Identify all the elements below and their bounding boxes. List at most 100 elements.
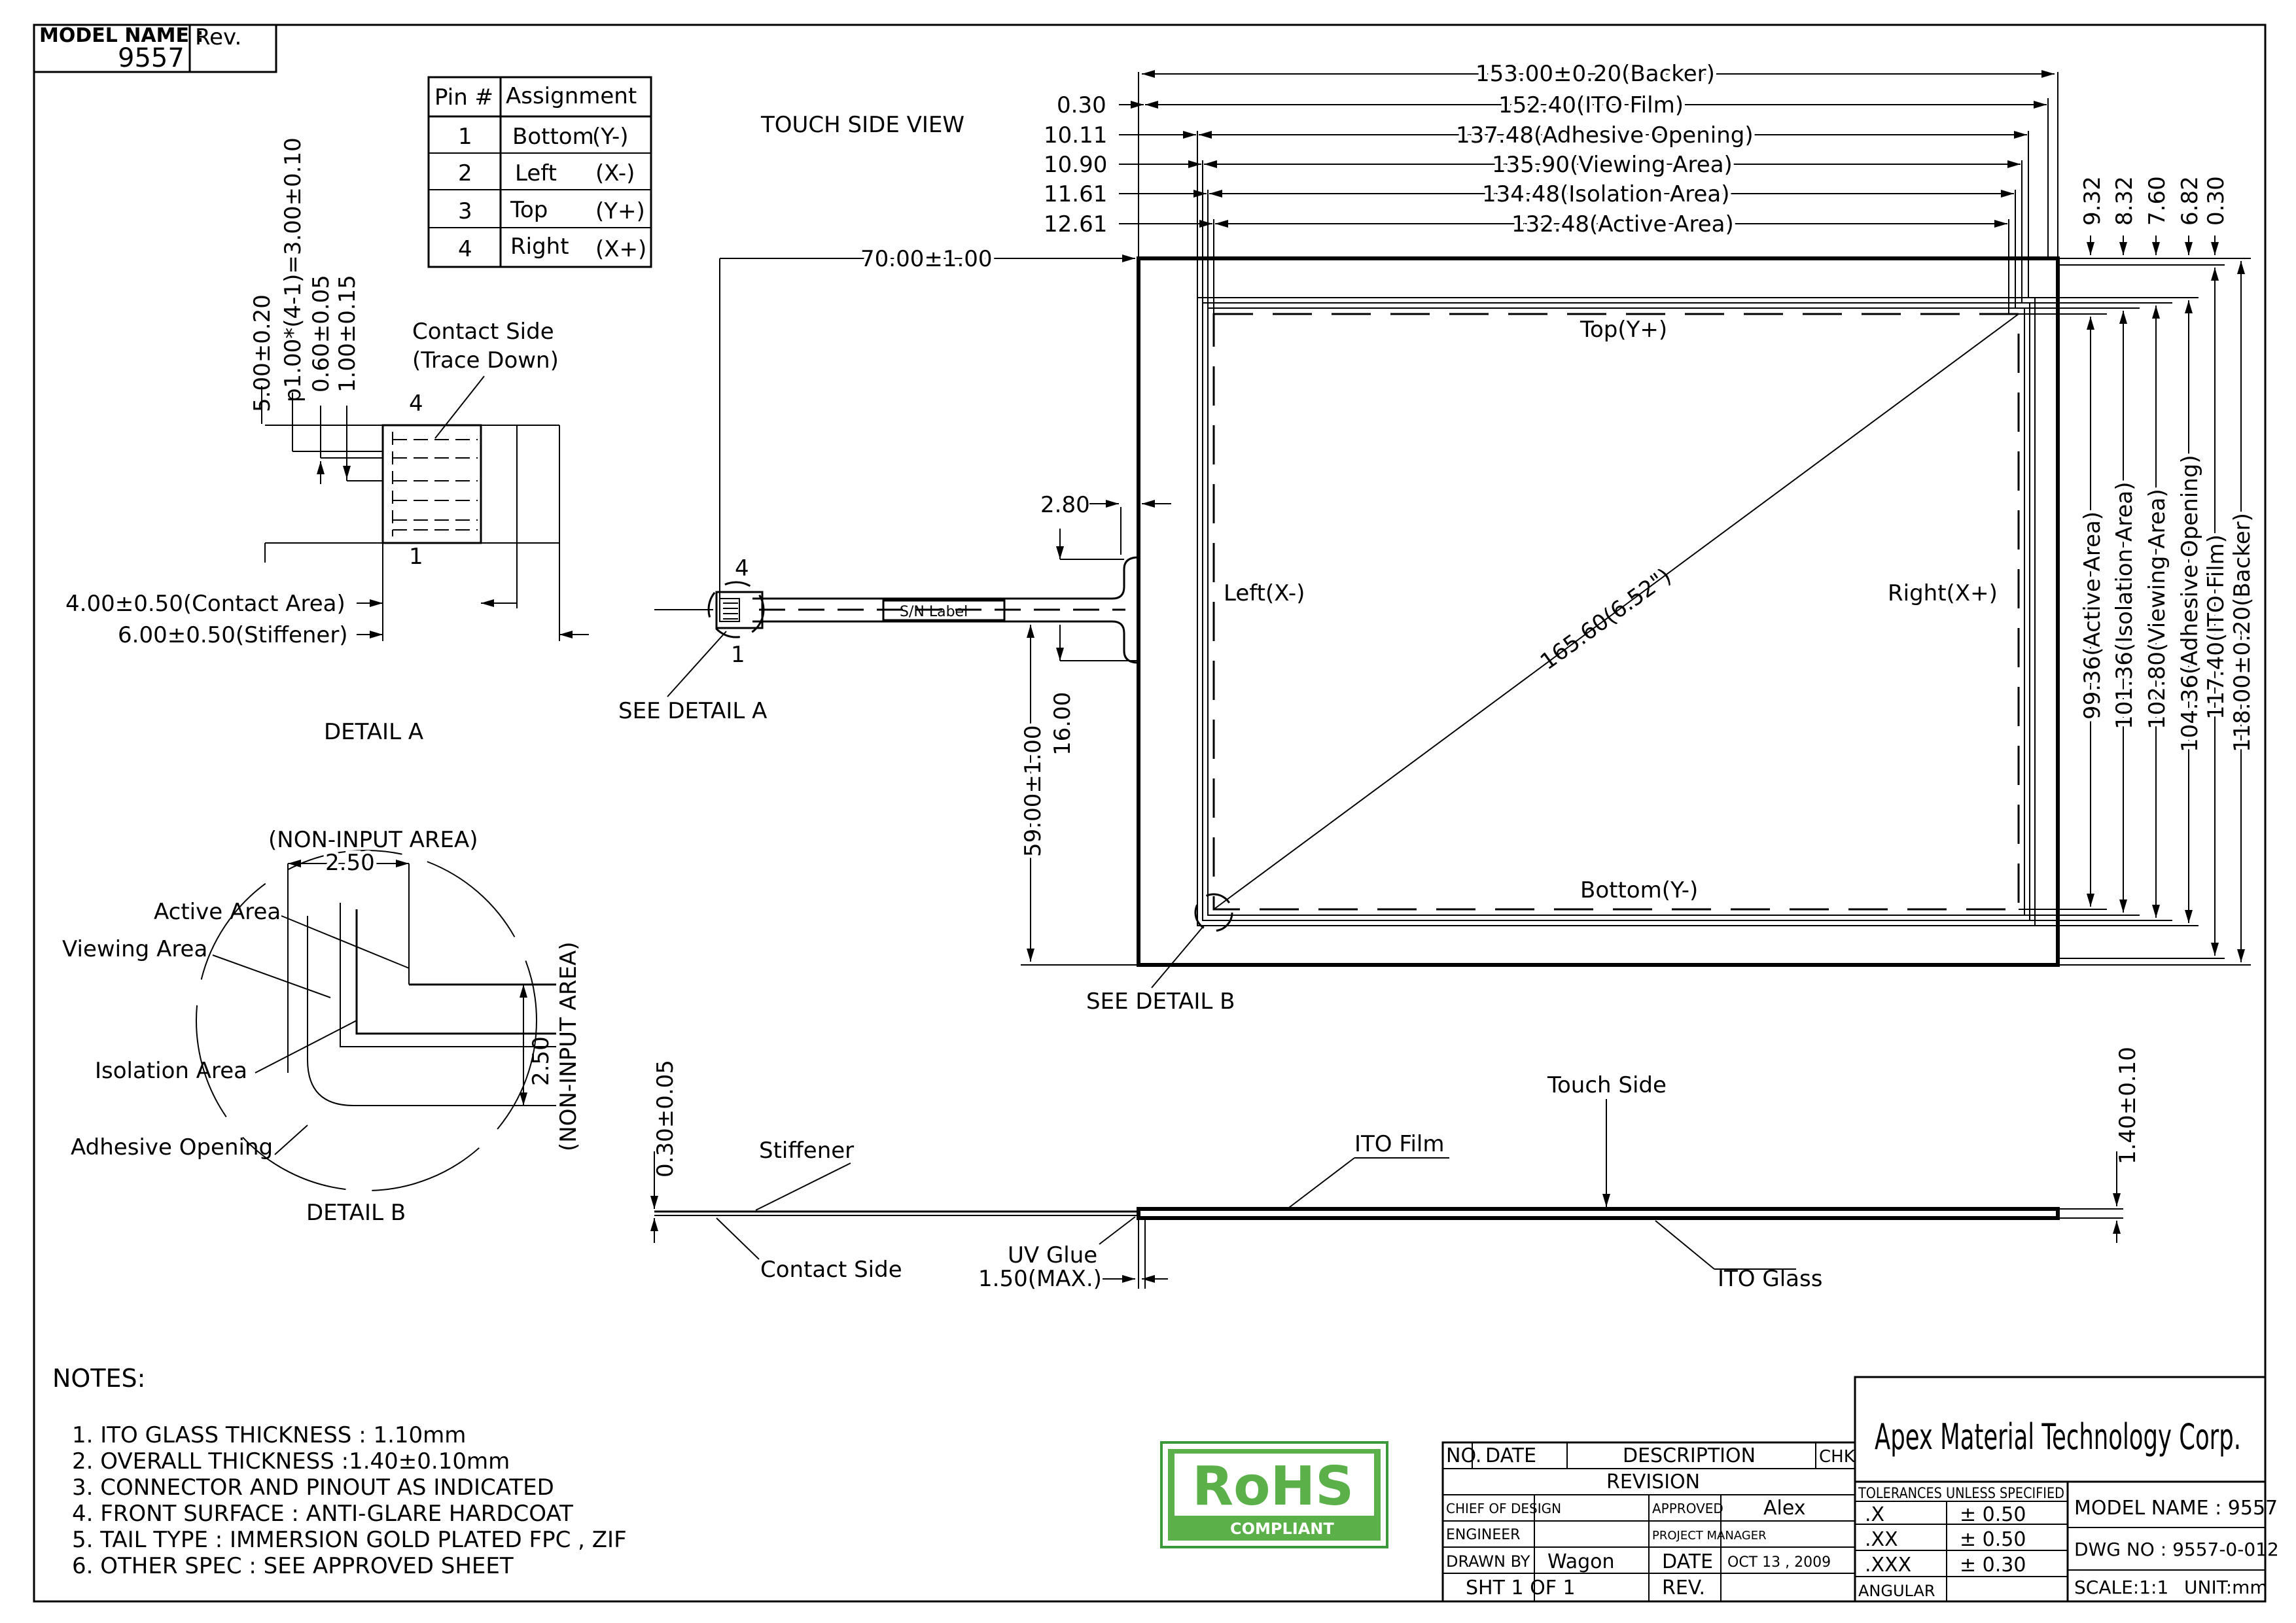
rev-hdr-chk: CHK xyxy=(1819,1447,1856,1467)
right-edge-label: Right(X+) xyxy=(1888,580,1998,606)
date-value: OCT 13 , 2009 xyxy=(1727,1554,1831,1571)
model-name-value: 9557 xyxy=(118,43,185,73)
note-5: 5. TAIL TYPE : IMMERSION GOLD PLATED FPC… xyxy=(72,1527,627,1553)
offset-right-0: 9.32 xyxy=(2079,176,2106,226)
top-edge-label: Top(Y+) xyxy=(1580,317,1667,343)
rohs-text: RoHS xyxy=(1192,1456,1354,1518)
tol-xxx-key: .XXX xyxy=(1865,1554,1911,1577)
note-3: 3. CONNECTOR AND PINOUT AS INDICATED xyxy=(72,1475,554,1501)
dim-ito-film-width: 152.40(ITO Film) xyxy=(1498,92,1684,118)
offset-right-1: 8.32 xyxy=(2111,176,2138,226)
rev-label-2: REV. xyxy=(1662,1577,1705,1599)
notes-heading: NOTES: xyxy=(52,1364,145,1393)
model-name-box: MODEL NAME : 9557 Rev. xyxy=(33,24,277,73)
detail-b-non-input-side: (NON-INPUT AREA) xyxy=(556,942,582,1151)
fpc-tail: 70.00±1.00 S/N Label 4 1 SEE DETAIL A 2.… xyxy=(618,243,1171,966)
pin-table-header-assignment: Assignment xyxy=(506,83,637,109)
model-name-label: MODEL NAME : xyxy=(39,24,203,47)
detail-a-pin-1: 1 xyxy=(409,544,423,570)
dim-viewing-area-width: 135.90(Viewing Area) xyxy=(1492,152,1733,178)
dim-tail-length: 70.00±1.00 xyxy=(860,246,993,272)
dwg-number: DWG NO : 9557-0-012 xyxy=(2074,1539,2279,1560)
diagonal-label: 165.60(6.52") xyxy=(1536,563,1676,676)
see-detail-a: SEE DETAIL A xyxy=(618,698,767,724)
drawer-name: Wagon xyxy=(1547,1550,1615,1573)
project-manager-label: PROJECT MANAGER xyxy=(1652,1529,1767,1543)
rev-label: Rev. xyxy=(195,24,241,50)
isolation-area-rect xyxy=(1207,307,2025,916)
pin-row-4-signal: (X+) xyxy=(595,236,646,262)
left-edge-label: Left(X-) xyxy=(1224,580,1305,606)
detail-b-title: DETAIL B xyxy=(306,1200,406,1226)
approved-label: APPROVED xyxy=(1652,1501,1723,1516)
side-contact-side-label: Contact Side xyxy=(760,1257,902,1283)
dim-tail-width: 2.80 xyxy=(1040,492,1090,518)
engineer-label: ENGINEER xyxy=(1446,1527,1520,1543)
pin-table-header-pin: Pin # xyxy=(434,84,493,111)
pin-row-2-signal: (X-) xyxy=(595,160,635,186)
note-2: 2. OVERALL THICKNESS :1.40±0.10mm xyxy=(72,1448,510,1475)
tol-xxx-val: ± 0.30 xyxy=(1960,1554,2026,1577)
detail-a-contact-side: Contact Side xyxy=(412,319,554,345)
detail-b: (NON-INPUT AREA) 2.50 2.50 (NON-INPUT AR… xyxy=(62,827,582,1226)
date-label: DATE xyxy=(1662,1550,1713,1573)
diagonal-line xyxy=(1213,313,2019,910)
tail-pin-4: 4 xyxy=(735,555,749,582)
detail-b-dim-side: 2.50 xyxy=(528,1036,554,1086)
side-touch-side-label: Touch Side xyxy=(1547,1072,1667,1098)
rev-hdr-date: DATE xyxy=(1485,1444,1536,1467)
detail-a-pin-4: 4 xyxy=(409,391,423,417)
pin-row-2-pin: 2 xyxy=(458,160,472,186)
tol-x-val: ± 0.50 xyxy=(1960,1503,2026,1526)
adhesive-opening-rect xyxy=(1197,297,2036,926)
tol-xx-val: ± 0.50 xyxy=(1960,1528,2026,1551)
side-ito-glass-label: ITO Glass xyxy=(1718,1266,1822,1292)
pin-row-1-name: Bottom xyxy=(512,124,594,150)
note-4: 4. FRONT SURFACE : ANTI-GLARE HARDCOAT xyxy=(72,1501,573,1527)
viewing-area-rect xyxy=(1202,302,2030,921)
angular-label: ANGULAR xyxy=(1858,1582,1935,1600)
sheet-border xyxy=(33,24,2267,1603)
detail-a-dim-2: 0.60±0.05 xyxy=(308,275,334,393)
offset-left-3: 11.61 xyxy=(1044,181,1107,207)
dim-tail-position: 59.00±1.00 xyxy=(1020,725,1046,857)
right-dimensions: 99.36(Active Area) 101.36(Isolation Area… xyxy=(2019,176,2259,966)
notes: NOTES: 1. ITO GLASS THICKNESS : 1.10mm 2… xyxy=(52,1364,627,1579)
sn-label: S/N Label xyxy=(900,604,968,620)
detail-b-active-label: Active Area xyxy=(154,899,281,925)
side-stiffener-label: Stiffener xyxy=(759,1138,854,1164)
chief-of-design: CHIEF OF DESIGN xyxy=(1446,1501,1561,1516)
rohs-compliant: COMPLIANT xyxy=(1230,1520,1334,1538)
tol-xx-key: .XX xyxy=(1865,1528,1898,1551)
offset-left-0: 0.30 xyxy=(1057,92,1106,118)
rev-hdr-desc: DESCRIPTION xyxy=(1623,1444,1756,1467)
dim-active-area-height: 99.36(Active Area) xyxy=(2079,512,2106,720)
offset-left-2: 10.90 xyxy=(1044,152,1107,178)
scale-label: SCALE:1:1 xyxy=(2074,1577,2168,1598)
pin-row-2-name: Left xyxy=(515,160,557,186)
side-thickness-left: 0.30±0.05 xyxy=(652,1060,679,1178)
note-6: 6. OTHER SPEC : SEE APPROVED SHEET xyxy=(72,1553,514,1579)
detail-a-title: DETAIL A xyxy=(324,719,423,745)
detail-a-trace-down: (Trace Down) xyxy=(412,347,559,374)
dim-adhesive-opening-height: 104.36(Adhesive Opening) xyxy=(2177,455,2203,752)
pin-row-1-signal: (Y-) xyxy=(592,124,629,150)
tail-pin-1: 1 xyxy=(731,642,745,668)
side-ito-film-label: ITO Film xyxy=(1354,1131,1444,1157)
side-view: 0.30±0.05 1.40±0.10 Stiffener Contact Si… xyxy=(650,1047,2141,1292)
sheet-number: SHT 1 OF 1 xyxy=(1466,1577,1576,1599)
offset-right-4: 0.30 xyxy=(2203,176,2229,226)
dim-isolation-area-width: 134.48(Isolation Area) xyxy=(1482,181,1730,207)
dim-ito-film-height: 117.40(ITO Film) xyxy=(2203,534,2229,720)
detail-b-isolation-label: Isolation Area xyxy=(95,1058,247,1084)
revision-label: REVISION xyxy=(1606,1471,1700,1493)
offset-left-4: 12.61 xyxy=(1044,211,1107,237)
touch-side-view-title: TOUCH SIDE VIEW xyxy=(760,112,964,138)
detail-a-dim-3: 1.00±0.15 xyxy=(334,275,361,393)
side-thickness-right: 1.40±0.10 xyxy=(2115,1047,2141,1164)
model-name-title: MODEL NAME : 9557 xyxy=(2074,1497,2278,1520)
pin-row-1-pin: 1 xyxy=(458,124,472,150)
note-1: 1. ITO GLASS THICKNESS : 1.10mm xyxy=(72,1422,466,1448)
rohs-badge: RoHS COMPLIANT xyxy=(1160,1441,1388,1548)
offset-right-3: 6.82 xyxy=(2177,176,2203,226)
